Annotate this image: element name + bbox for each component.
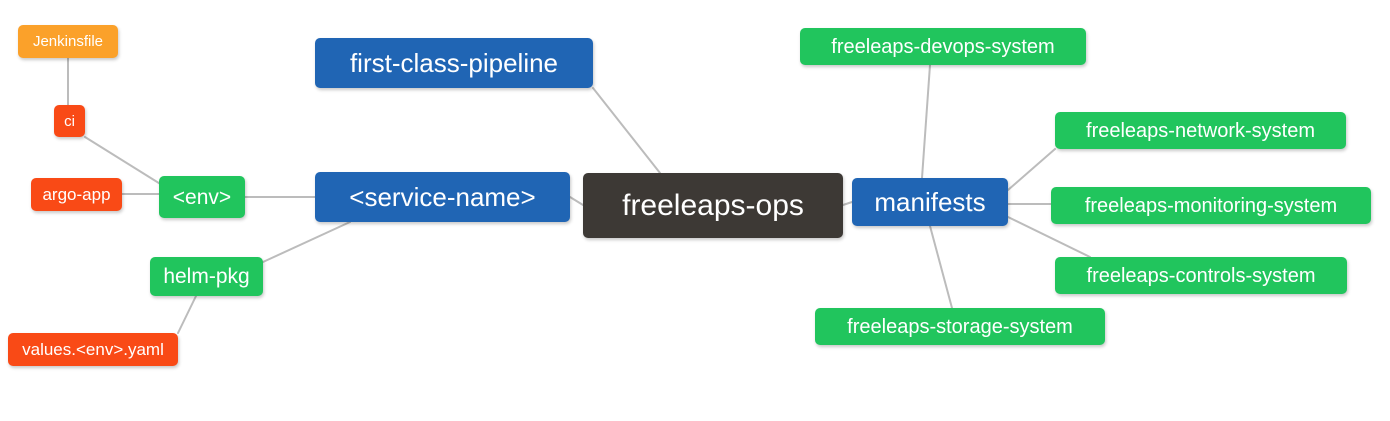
node-devops-system[interactable]: freeleaps-devops-system [800,28,1086,65]
node-service-name[interactable]: <service-name> [315,172,570,222]
edge-service-name-to-helm-pkg [262,221,351,263]
node-label-network-system: freeleaps-network-system [1086,119,1315,142]
node-root[interactable]: freeleaps-ops [583,173,843,238]
edge-root-to-manifests [842,201,853,206]
node-monitoring-system[interactable]: freeleaps-monitoring-system [1051,187,1371,224]
node-jenkinsfile[interactable]: Jenkinsfile [18,25,118,58]
edge-root-to-first-class-pipeline [592,87,661,174]
node-label-controls-system: freeleaps-controls-system [1086,264,1316,287]
node-label-service-name: <service-name> [349,182,536,212]
edge-root-to-service-name [569,196,584,206]
node-helm-pkg[interactable]: helm-pkg [150,257,263,296]
edge-helm-pkg-to-values-yaml [177,295,197,334]
node-env[interactable]: <env> [159,176,245,218]
node-first-class-pipeline[interactable]: first-class-pipeline [315,38,593,88]
node-network-system[interactable]: freeleaps-network-system [1055,112,1346,149]
node-label-env: <env> [172,185,232,209]
node-label-values-yaml: values.<env>.yaml [22,340,164,359]
node-label-monitoring-system: freeleaps-monitoring-system [1084,194,1338,217]
node-label-first-class-pipeline: first-class-pipeline [349,48,559,78]
node-label-argo-app: argo-app [42,185,111,204]
node-ci[interactable]: ci [54,105,85,137]
edge-manifests-to-storage-system [929,225,953,309]
node-label-root: freeleaps-ops [622,188,804,222]
edge-manifests-to-devops-system [921,64,931,179]
node-label-devops-system: freeleaps-devops-system [831,35,1055,58]
node-label-helm-pkg: helm-pkg [163,265,250,288]
node-label-ci: ci [64,112,75,130]
node-storage-system[interactable]: freeleaps-storage-system [815,308,1105,345]
node-values-yaml[interactable]: values.<env>.yaml [8,333,178,366]
node-label-manifests: manifests [874,187,986,217]
node-label-jenkinsfile: Jenkinsfile [32,33,104,50]
node-controls-system[interactable]: freeleaps-controls-system [1055,257,1347,294]
edge-manifests-to-network-system [1007,148,1056,191]
node-manifests[interactable]: manifests [852,178,1008,226]
node-label-storage-system: freeleaps-storage-system [847,315,1073,338]
node-argo-app[interactable]: argo-app [31,178,122,211]
